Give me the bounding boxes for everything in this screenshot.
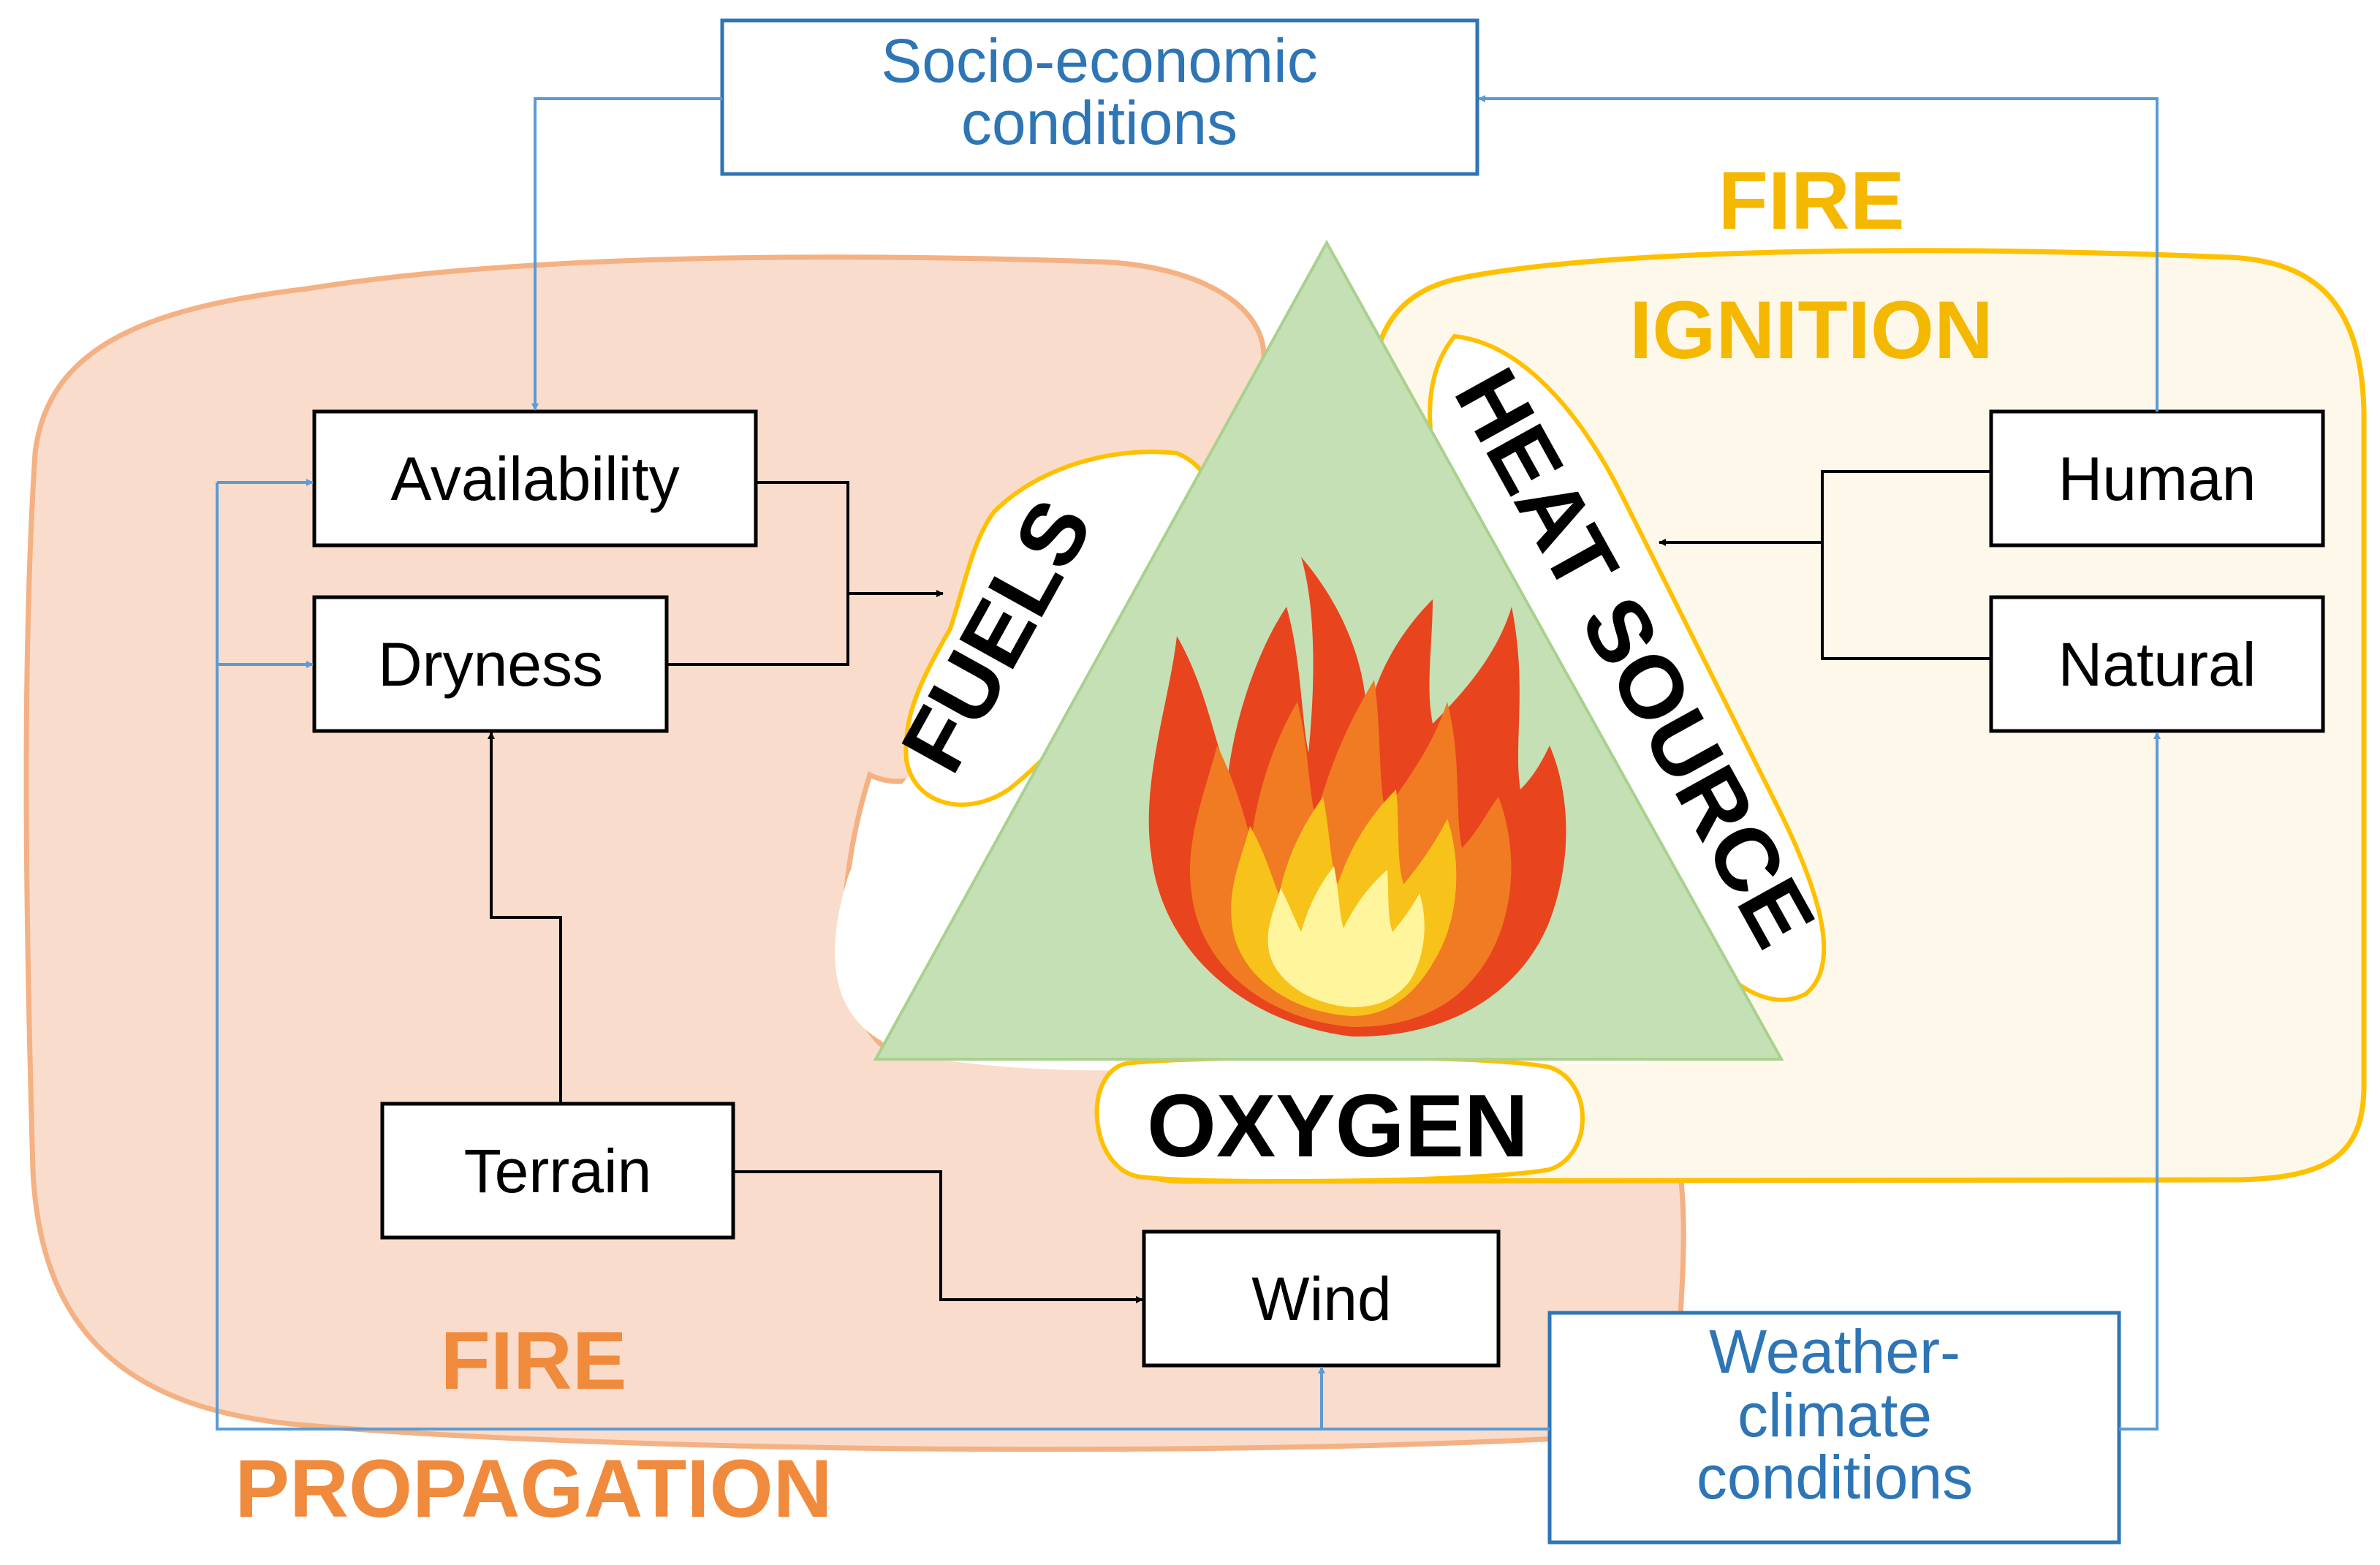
availability-dryness-to-fuels-connector [667, 481, 849, 666]
weather-climate-line2: climate [1737, 1381, 1932, 1450]
fire-propagation-title-line1: FIRE [440, 1315, 626, 1406]
dryness-box [312, 595, 669, 733]
weather-climate-line3: conditions [1697, 1443, 1973, 1512]
natural-label: Natural [2058, 630, 2256, 699]
natural-box [1989, 595, 2325, 733]
socio-economic-to-availability-arrow [531, 97, 722, 411]
flame-icon [1148, 557, 1566, 1037]
socio-economic-line1: Socio-economic [881, 26, 1318, 95]
oxygen-label: OXYGEN [1147, 1076, 1528, 1175]
wind-label: Wind [1251, 1265, 1391, 1333]
weather-climate-line1: Weather- [1709, 1317, 1960, 1386]
fire-ignition-title-line1: FIRE [1718, 155, 1904, 246]
terrain-box [380, 1102, 735, 1240]
socio-economic-line2: conditions [961, 88, 1238, 157]
availability-label: Availability [390, 444, 679, 513]
fire-ignition-title-line2: IGNITION [1629, 284, 1993, 376]
wind-box [1142, 1229, 1501, 1368]
terrain-to-dryness-arrow [488, 732, 562, 1104]
fire-propagation-title-line2: PROPAGATION [235, 1443, 832, 1534]
human-label: Human [2058, 444, 2256, 513]
terrain-label: Terrain [464, 1137, 652, 1205]
human-to-socio-economic-arrow [1478, 95, 2159, 412]
terrain-to-wind-arrow [733, 1170, 1143, 1303]
weather-climate-conditions-box [1547, 1311, 2121, 1545]
human-natural-connector [1821, 470, 1991, 660]
availability-box [312, 409, 758, 547]
dryness-label: Dryness [378, 630, 603, 699]
weather-to-natural-arrow [2119, 732, 2161, 1431]
weather-left-connector [216, 482, 1550, 1431]
human-box [1989, 409, 2325, 547]
